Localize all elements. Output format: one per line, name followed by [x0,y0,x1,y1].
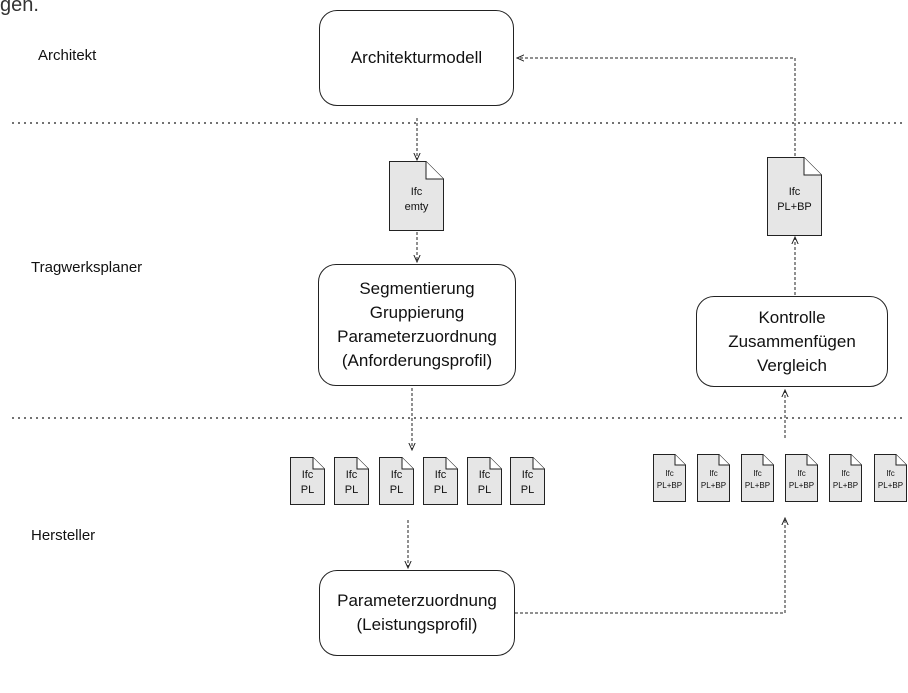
box-line: Gruppierung [369,303,465,322]
document-label: PL+BP [877,481,904,491]
document-label: Ifc [665,469,674,479]
document-label: PL+BP [788,481,815,491]
document-icon [697,454,730,502]
document-label: PL+BP [744,481,771,491]
document-icon [423,457,458,505]
document-label: PL [477,484,492,497]
document-icon [767,157,822,236]
arrow-ifc-return-to-model [517,58,796,156]
header-text-fragment: gen. [0,0,39,16]
box-line: Architekturmodell [350,48,483,67]
document-label: PL+BP [656,481,683,491]
document-label: Ifc [753,469,762,479]
document-label: PL+BP [700,481,727,491]
document-label: Ifc [410,185,423,198]
document-label: Ifc [301,469,314,482]
document-label: Ifc [521,469,534,482]
document-icon [829,454,862,502]
document-icon [785,454,818,502]
box-line: Parameterzuordnung [337,591,497,610]
document-label: PL+BP [777,201,812,214]
document-label: Ifc [797,469,806,479]
document-label: Ifc [709,469,718,479]
document-icon [334,457,369,505]
document-icon [389,161,444,231]
document-label: Ifc [434,469,447,482]
document-icon [379,457,414,505]
document-label: Ifc [478,469,491,482]
box-line: Vergleich [757,355,827,375]
document-icon [467,457,502,505]
lane-label-architekt: Architekt [38,47,97,64]
document-label: PL [300,484,315,497]
document-icon [874,454,907,502]
document-label: Ifc [886,469,895,479]
box-parameterzuordnung: Parameterzuordnung (Leistungsprofil) [319,570,515,656]
ifc-empty-document: Ifc emty [389,161,444,231]
document-label: PL [433,484,448,497]
lane-label-tragwerksplaner: Tragwerksplaner [31,259,143,276]
document-label: Ifc [788,186,801,199]
document-icon [741,454,774,502]
document-icon [290,457,325,505]
box-line: Kontrolle [758,307,826,327]
box-architekturmodell: Architekturmodell [319,10,514,106]
box-kontrolle: Kontrolle Zusammenfügen Vergleich [696,296,888,387]
document-label: emty [404,200,429,213]
document-label: PL [344,484,359,497]
arrow-parameterzuordnung-to-plbp-files [515,518,785,614]
document-label: Ifc [390,469,403,482]
lane-label-hersteller: Hersteller [31,527,96,544]
document-label: PL+BP [832,481,859,491]
document-label: PL [520,484,535,497]
box-line: Segmentierung [359,279,475,298]
document-label: Ifc [841,469,850,479]
box-line: Zusammenfügen [728,331,856,351]
box-line: Parameterzuordnung [337,327,497,346]
box-line: (Leistungsprofil) [356,615,478,634]
box-segmentierung: Segmentierung Gruppierung Parameterzuord… [318,264,516,386]
document-label: PL [389,484,404,497]
box-line: (Anforderungsprofil) [341,351,493,370]
document-icon [653,454,686,502]
document-icon [510,457,545,505]
document-label: Ifc [345,469,358,482]
